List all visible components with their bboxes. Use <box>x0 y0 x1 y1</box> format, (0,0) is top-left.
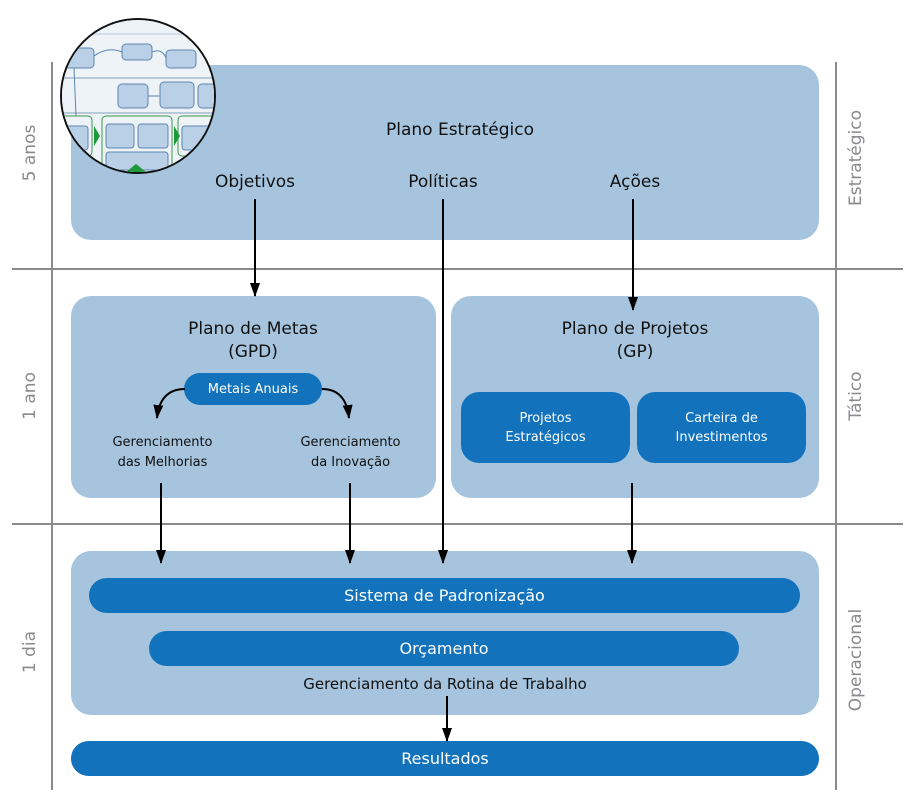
annual-goals-pill: Metais Anuais <box>184 373 322 405</box>
level-label-operational: Operacional <box>846 608 866 712</box>
strategic-item-actions: Ações <box>609 172 661 192</box>
strategic-item-policies: Políticas <box>408 172 478 192</box>
projects-plan-title-line1: Plano de Projetos <box>561 319 709 339</box>
strategic-map-thumbnail <box>60 18 216 174</box>
divider-strategic-tactical <box>12 268 903 270</box>
time-label-strategic: 5 anos <box>20 124 40 182</box>
budget-bar: Orçamento <box>149 631 739 666</box>
level-label-tactical: Tático <box>846 371 866 421</box>
goals-plan-title-line1: Plano de Metas <box>188 319 318 339</box>
frame-left-line <box>51 62 53 790</box>
strategic-map-illustration <box>62 20 214 172</box>
level-label-strategic: Estratégico <box>846 109 866 207</box>
projects-plan-title-line2: (GP) <box>616 342 654 362</box>
branch-innovation: Gerenciamento da Inovação <box>300 435 401 470</box>
frame-right-line <box>835 62 837 790</box>
projects-plan-title: Plano de Projetos (GP) <box>535 318 735 364</box>
divider-tactical-operational <box>12 523 903 525</box>
goals-plan-title: Plano de Metas (GPD) <box>153 318 353 364</box>
strategic-item-objectives: Objetivos <box>214 172 296 192</box>
goals-plan-title-line2: (GPD) <box>228 342 278 362</box>
branch-improvements: Gerenciamento das Melhorias <box>112 435 213 470</box>
time-label-operational: 1 dia <box>20 630 40 674</box>
time-label-tactical: 1 ano <box>20 372 40 420</box>
strategic-projects-box: Projetos Estratégicos <box>461 392 630 463</box>
results-bar: Resultados <box>71 741 819 776</box>
investment-portfolio-box: Carteira de Investimentos <box>637 392 806 463</box>
strategic-plan-title: Plano Estratégico <box>385 120 535 140</box>
standardization-system-bar: Sistema de Padronização <box>89 578 800 613</box>
routine-management-label: Gerenciamento da Rotina de Trabalho <box>303 675 587 693</box>
